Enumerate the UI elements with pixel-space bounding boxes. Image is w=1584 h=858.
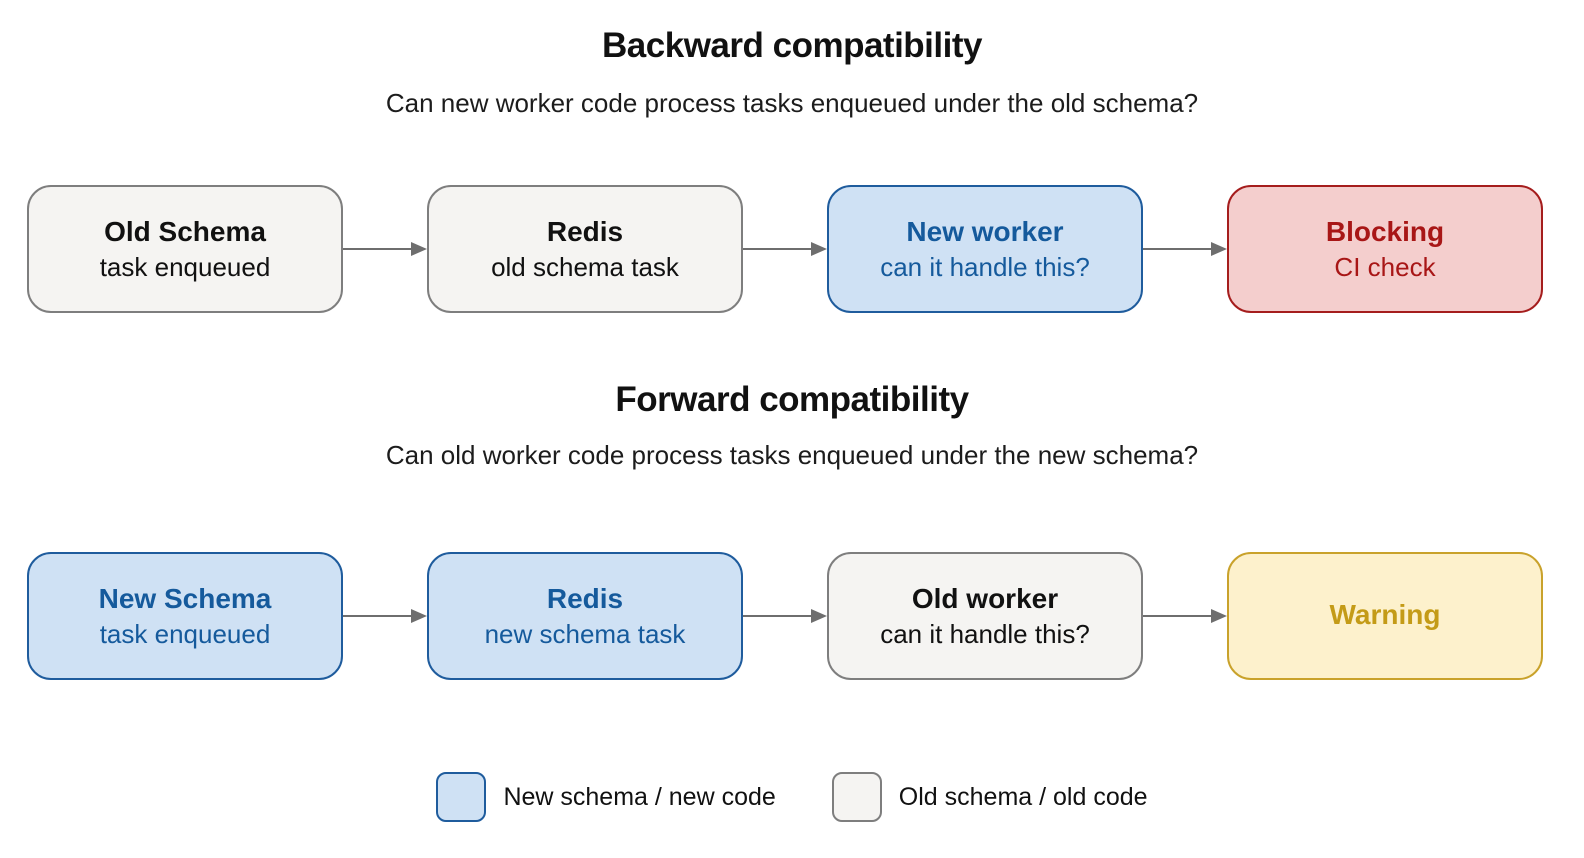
node-title: Warning <box>1329 598 1441 630</box>
node-title: New Schema <box>98 583 272 615</box>
arrowhead-icon <box>1211 609 1227 623</box>
backward-section-title: Backward compatibility <box>602 26 982 65</box>
legend-swatch-old <box>831 772 882 822</box>
legend-swatch-new <box>436 772 487 822</box>
node-blocking-ci-check: Blocking CI check <box>1227 185 1543 313</box>
arrowhead-icon <box>411 242 427 256</box>
node-title: Redis <box>546 216 624 248</box>
node-old-schema: Old Schema task enqueued <box>27 185 343 313</box>
flow-arrow <box>743 609 827 623</box>
node-subtitle: can it handle this? <box>880 618 1090 649</box>
arrowhead-icon <box>811 609 827 623</box>
backward-section-subtitle: Can new worker code process tasks enqueu… <box>385 88 1199 118</box>
node-subtitle: task enqueued <box>99 618 271 649</box>
flow-arrow <box>1143 609 1227 623</box>
node-subtitle: old schema task <box>491 251 679 282</box>
node-subtitle: CI check <box>1334 251 1436 282</box>
node-redis-new-task: Redis new schema task <box>427 552 743 680</box>
forward-section-subtitle: Can old worker code process tasks enqueu… <box>385 440 1199 470</box>
node-subtitle: can it handle this? <box>880 251 1090 282</box>
flow-arrow <box>743 242 827 256</box>
arrowhead-icon <box>1211 242 1227 256</box>
legend-label: Old schema / old code <box>898 782 1148 811</box>
node-title: Redis <box>546 583 624 615</box>
forward-flow-row: New Schema task enqueued Redis new schem… <box>27 552 1543 680</box>
node-new-schema: New Schema task enqueued <box>27 552 343 680</box>
node-redis-old-task: Redis old schema task <box>427 185 743 313</box>
node-old-worker: Old worker can it handle this? <box>827 552 1143 680</box>
arrowhead-icon <box>811 242 827 256</box>
flow-arrow <box>1143 242 1227 256</box>
legend: New schema / new code Old schema / old c… <box>0 772 1584 822</box>
node-title: Blocking <box>1325 216 1445 248</box>
forward-section-title: Forward compatibility <box>615 380 969 419</box>
node-subtitle: task enqueued <box>99 251 271 282</box>
arrowhead-icon <box>411 609 427 623</box>
node-subtitle: new schema task <box>484 618 686 649</box>
flow-arrow <box>343 242 427 256</box>
node-warning: Warning <box>1227 552 1543 680</box>
node-new-worker: New worker can it handle this? <box>827 185 1143 313</box>
flow-arrow <box>343 609 427 623</box>
legend-item-new: New schema / new code <box>436 772 776 822</box>
node-title: Old worker <box>911 583 1059 615</box>
node-title: New worker <box>906 216 1064 248</box>
backward-flow-row: Old Schema task enqueued Redis old schem… <box>27 185 1543 313</box>
node-title: Old Schema <box>104 216 266 248</box>
legend-item-old: Old schema / old code <box>831 772 1148 822</box>
legend-label: New schema / new code <box>503 782 776 811</box>
